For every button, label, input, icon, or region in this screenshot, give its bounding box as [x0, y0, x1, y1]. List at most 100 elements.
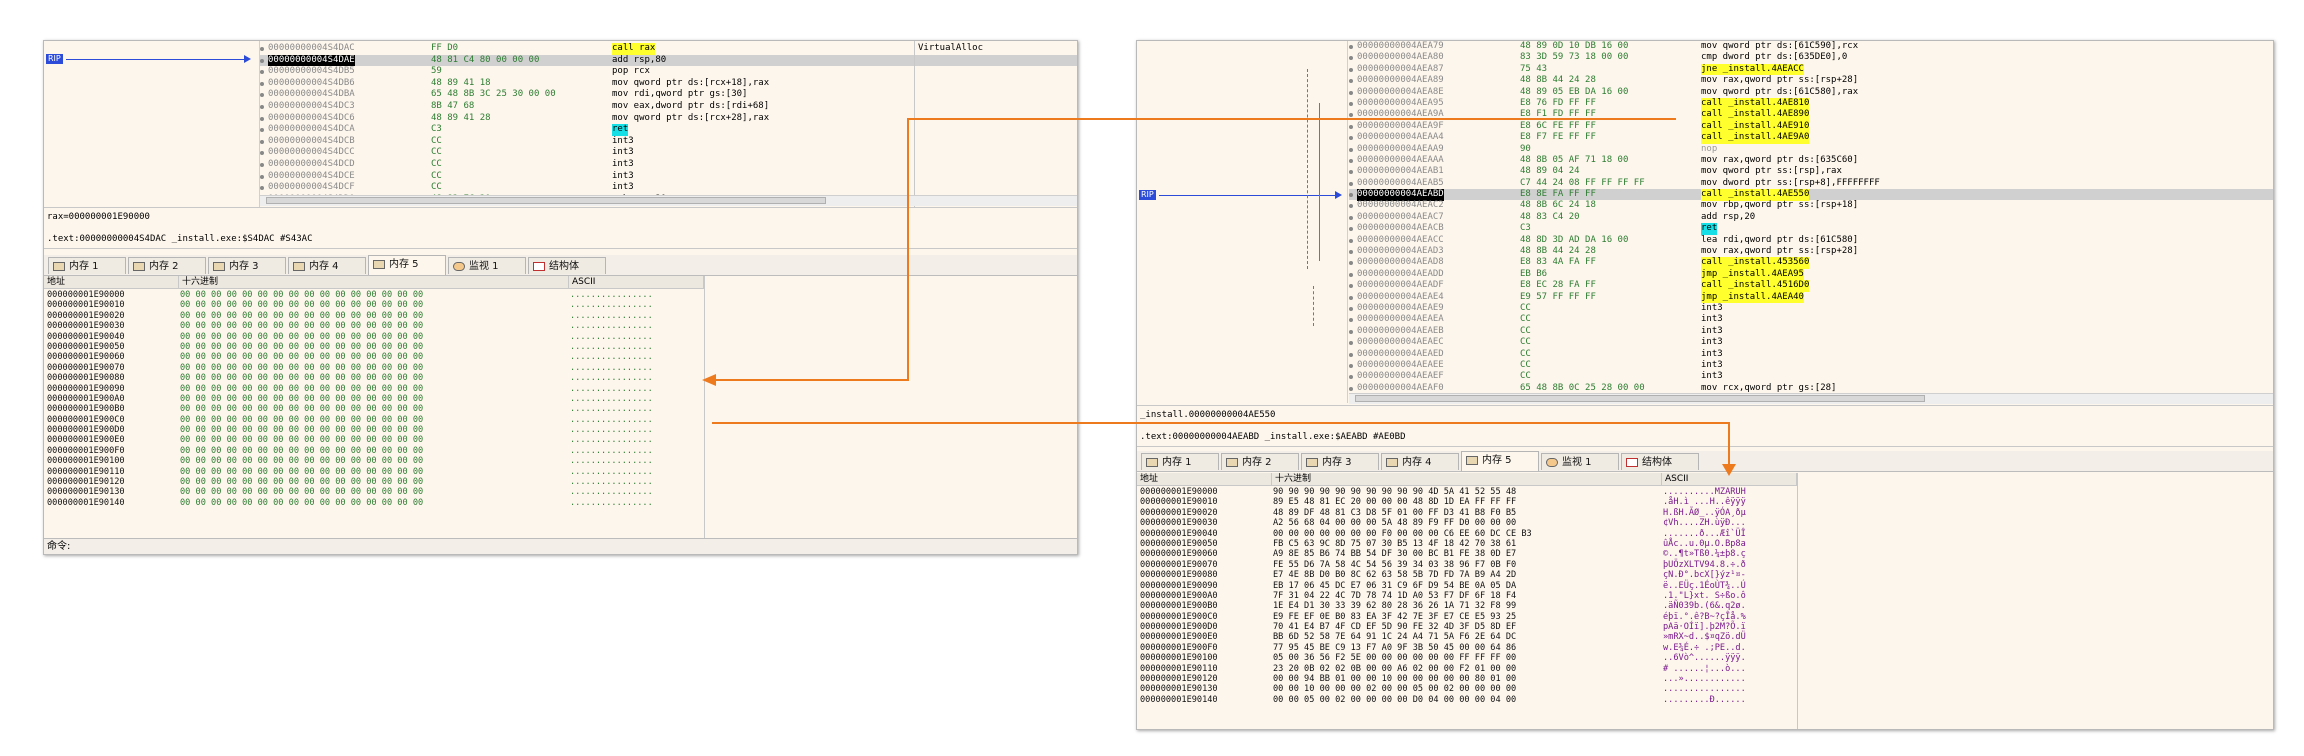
tab-struct[interactable]: 结构体 — [1621, 453, 1699, 470]
breakpoint-dot[interactable] — [260, 174, 264, 179]
tab-memory-3[interactable]: 内存 3 — [208, 257, 286, 274]
breakpoint-dot[interactable] — [1349, 386, 1353, 391]
breakpoint-dot[interactable] — [1349, 170, 1353, 175]
breakpoint-dot[interactable] — [260, 104, 264, 109]
breakpoint-dot[interactable] — [1349, 79, 1353, 84]
breakpoint-dot[interactable] — [1349, 204, 1353, 209]
breakpoint-dot[interactable] — [260, 139, 264, 144]
tab-struct[interactable]: 结构体 — [528, 257, 606, 274]
left-disasm-scroll-thumb[interactable] — [266, 197, 826, 204]
tab-memory-3[interactable]: 内存 3 — [1301, 453, 1379, 470]
breakpoint-dot[interactable] — [1349, 215, 1353, 220]
tab-watch-1[interactable]: 监视 1 — [448, 257, 526, 274]
breakpoint-dot[interactable] — [1349, 181, 1353, 186]
breakpoint-dot[interactable] — [1349, 124, 1353, 129]
tab-watch-1[interactable]: 监视 1 — [1541, 453, 1619, 470]
breakpoint-dot[interactable] — [1349, 329, 1353, 334]
left-command-bar[interactable]: 命令: — [44, 538, 1077, 554]
breakpoint-dot[interactable] — [260, 81, 264, 86]
breakpoint-dot[interactable] — [1349, 56, 1353, 61]
breakpoint-dot[interactable] — [260, 128, 264, 133]
breakpoint-dot[interactable] — [1349, 375, 1353, 380]
breakpoint-dot[interactable] — [260, 47, 264, 51]
breakpoint-dot[interactable] — [1349, 261, 1353, 266]
tab-memory-5[interactable]: 内存 5 — [368, 255, 446, 275]
breakpoint-dot[interactable] — [1349, 352, 1353, 357]
breakpoint-dot[interactable] — [260, 58, 264, 63]
breakpoint-dot[interactable] — [1349, 45, 1353, 49]
tab-memory-1[interactable]: 内存 1 — [1141, 453, 1219, 470]
breakpoint-dot[interactable] — [1349, 238, 1353, 243]
breakpoint-dot[interactable] — [1349, 193, 1353, 198]
breakpoint-dot[interactable] — [1349, 147, 1353, 152]
right-disasm-scroll-thumb[interactable] — [1355, 395, 1925, 402]
left-disasm-hscroll[interactable] — [260, 195, 1077, 206]
breakpoint-dot[interactable] — [1349, 284, 1353, 289]
breakpoint-dot[interactable] — [1349, 158, 1353, 163]
breakpoint-dot[interactable] — [1349, 90, 1353, 95]
breakpoint-dot[interactable] — [1349, 250, 1353, 255]
breakpoint-dot[interactable] — [1349, 136, 1353, 141]
breakpoint-dot[interactable] — [260, 186, 264, 191]
breakpoint-dot[interactable] — [1349, 341, 1353, 346]
tab-memory-4[interactable]: 内存 4 — [288, 257, 366, 274]
